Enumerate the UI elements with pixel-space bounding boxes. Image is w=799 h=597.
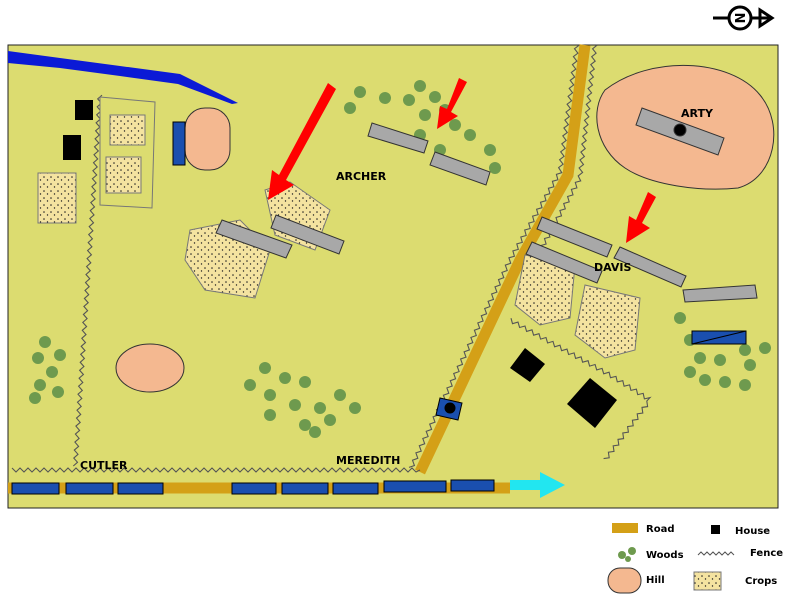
confederate-units	[215, 107, 758, 303]
label-arty: ARTY	[681, 107, 714, 120]
legend-house-swatch	[711, 525, 720, 534]
crops-left	[37, 96, 156, 224]
legend-woods-swatch	[618, 547, 636, 562]
legend-road-swatch	[612, 523, 638, 533]
crops-davis	[514, 254, 641, 359]
label-cutler: CUTLER	[80, 459, 128, 472]
label-meredith: MEREDITH	[336, 454, 400, 467]
legend-fence-swatch	[697, 551, 735, 556]
legend-house: House	[735, 526, 770, 537]
legend-crops: Crops	[745, 576, 777, 587]
houses	[63, 100, 617, 428]
union-units	[11, 121, 747, 495]
legend-crops-swatch	[693, 571, 722, 591]
legend-woods: Woods	[646, 550, 684, 561]
label-davis: DAVIS	[594, 261, 632, 274]
river	[8, 51, 238, 104]
attack-arrows	[268, 78, 656, 243]
legend-fence: Fence	[750, 548, 783, 559]
legend-road: Road	[646, 524, 674, 535]
legend-hill-swatch	[607, 567, 642, 594]
compass-rose: N	[713, 5, 775, 31]
move-arrow	[510, 472, 565, 498]
compass-letter: N	[731, 13, 746, 24]
legend: Road House Woods Fence Hill Crops	[607, 523, 783, 594]
label-archer: ARCHER	[336, 170, 387, 183]
legend-hill: Hill	[646, 575, 665, 586]
